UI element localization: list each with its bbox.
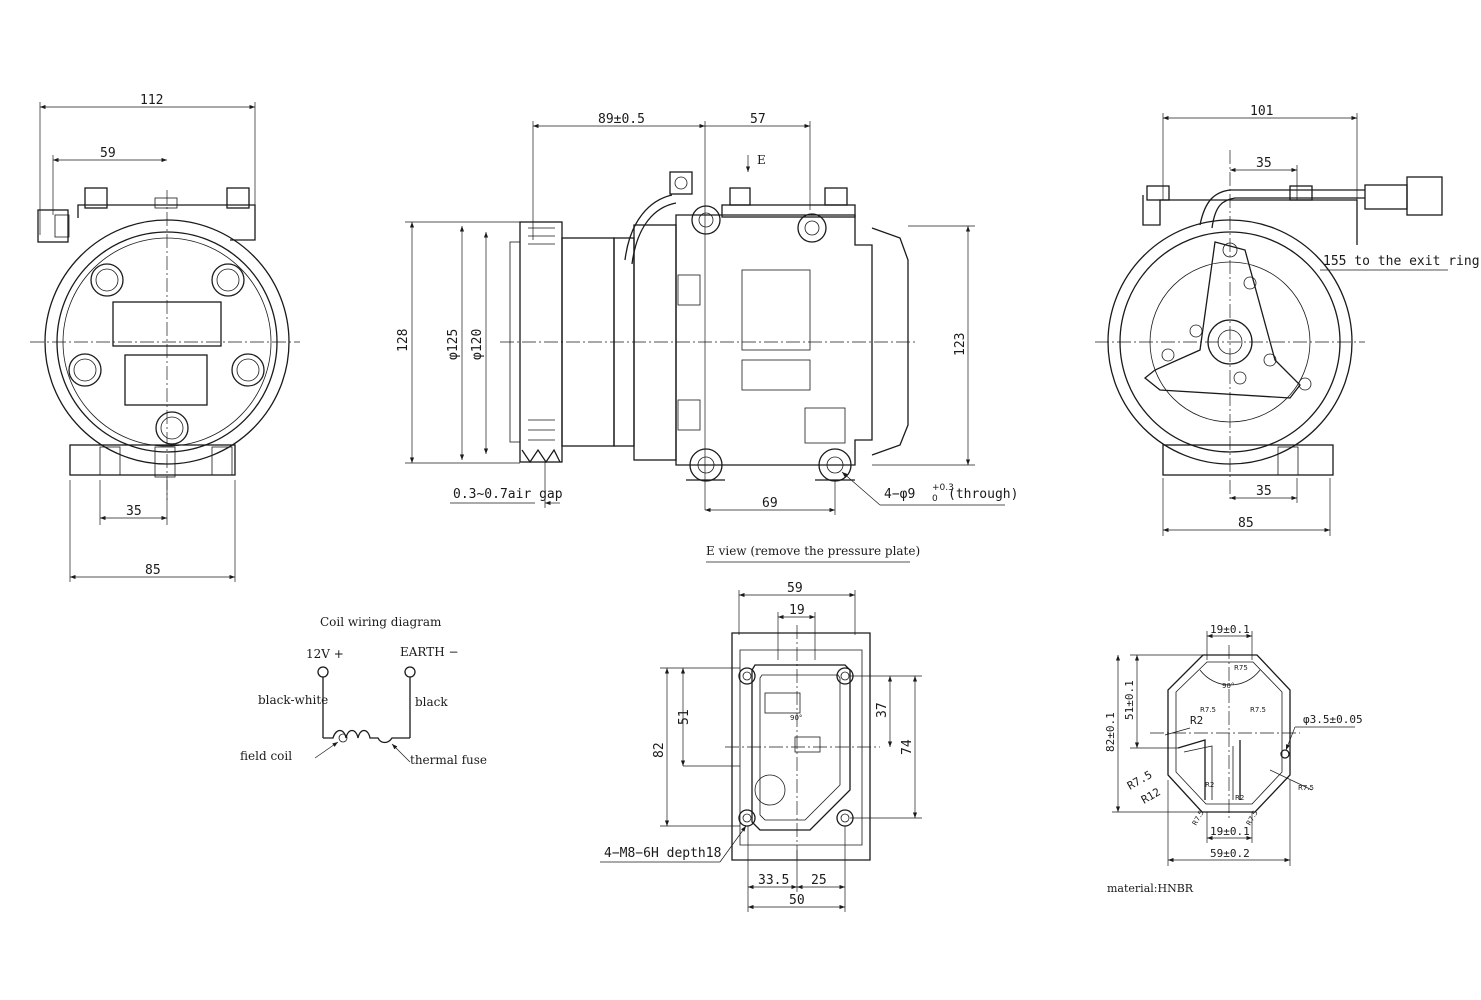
holes-tol-lower: 0: [932, 494, 938, 504]
wiring-title: Coil wiring diagram: [320, 615, 442, 629]
front-view: 112 59 35: [30, 93, 300, 582]
dim-35-bottom: 35: [1256, 484, 1272, 499]
dim-74-e: 74: [900, 739, 915, 755]
exit-ring-label: 155 to the exit ring: [1323, 254, 1480, 269]
dim-phi125: φ125: [446, 329, 461, 360]
angle-90-e: 90°: [790, 714, 802, 722]
threads-label: 4−M8−6H depth18: [604, 846, 721, 861]
dim-85-rear: 85: [1238, 516, 1254, 531]
gasket-r2: R2: [1190, 714, 1203, 727]
dim-85: 85: [145, 563, 161, 578]
gasket-r7-5-right: R7.5: [1298, 784, 1314, 792]
gasket-r2-small-a: R2: [1205, 781, 1214, 789]
dim-57: 57: [750, 112, 766, 127]
dim-128: 128: [396, 329, 411, 352]
holes-label: 4−φ9: [884, 487, 915, 502]
gasket-r7-5-a: R7.5: [1200, 706, 1216, 714]
wire-black: black: [415, 695, 448, 709]
holes-note: (through): [948, 487, 1018, 502]
dim-19-e: 19: [789, 603, 805, 618]
gasket-hole: φ3.5±0.05: [1303, 713, 1363, 726]
gasket-51: 51±0.1: [1123, 680, 1136, 720]
coil-wiring-diagram: Coil wiring diagram 12V + EARTH − black-…: [240, 615, 487, 767]
air-gap-label: 0.3~0.7air gap: [453, 487, 563, 502]
gasket-angle: 90°: [1222, 682, 1234, 690]
field-coil-label: field coil: [240, 749, 292, 763]
view-arrow-e: E: [757, 153, 766, 167]
gasket-19-bottom: 19±0.1: [1210, 825, 1250, 838]
dim-123: 123: [953, 333, 968, 356]
gasket-r7-5-b: R7.5: [1250, 706, 1266, 714]
wiring-plus: 12V +: [306, 647, 344, 661]
holes-tol-upper: +0.3: [932, 483, 954, 493]
dim-101: 101: [1250, 104, 1273, 119]
dim-51-e: 51: [677, 709, 692, 725]
e-view-title: E view (remove the pressure plate): [706, 544, 920, 558]
e-view: E view (remove the pressure plate) 59 19…: [600, 544, 922, 912]
dim-25-e: 25: [811, 873, 827, 888]
gasket-19-top: 19±0.1: [1210, 623, 1250, 636]
gasket-r2-small-b: R2: [1235, 794, 1244, 802]
dim-35: 35: [126, 504, 142, 519]
dim-89: 89±0.5: [598, 112, 645, 127]
rear-view: 101 35 155 to the exit ring: [1095, 104, 1480, 536]
gasket-r75: R75: [1234, 664, 1248, 672]
dim-phi120: φ120: [470, 329, 485, 360]
dim-33-5: 33.5: [758, 873, 789, 888]
thermal-fuse-label: thermal fuse: [410, 753, 487, 767]
dim-50-e: 50: [789, 893, 805, 908]
gasket-82: 82±0.1: [1104, 712, 1117, 752]
wire-black-white: black-white: [258, 693, 328, 707]
side-view: 89±0.5 57 E: [396, 112, 1018, 515]
dim-82-e: 82: [652, 742, 667, 758]
gasket-drawing: 19±0.1 R75 90° R7.5 R7.5 51±0.1 82±0.1 R…: [1104, 623, 1363, 895]
gasket-material: material:HNBR: [1107, 882, 1194, 895]
gasket-59: 59±0.2: [1210, 847, 1250, 860]
dim-112: 112: [140, 93, 163, 108]
dim-59-e: 59: [787, 581, 803, 596]
dim-69: 69: [762, 496, 778, 511]
wiring-earth: EARTH −: [400, 645, 459, 659]
dim-37-e: 37: [875, 702, 890, 718]
dim-35-top: 35: [1256, 156, 1272, 171]
dim-59: 59: [100, 146, 116, 161]
gasket-r12: R12: [1139, 785, 1163, 806]
